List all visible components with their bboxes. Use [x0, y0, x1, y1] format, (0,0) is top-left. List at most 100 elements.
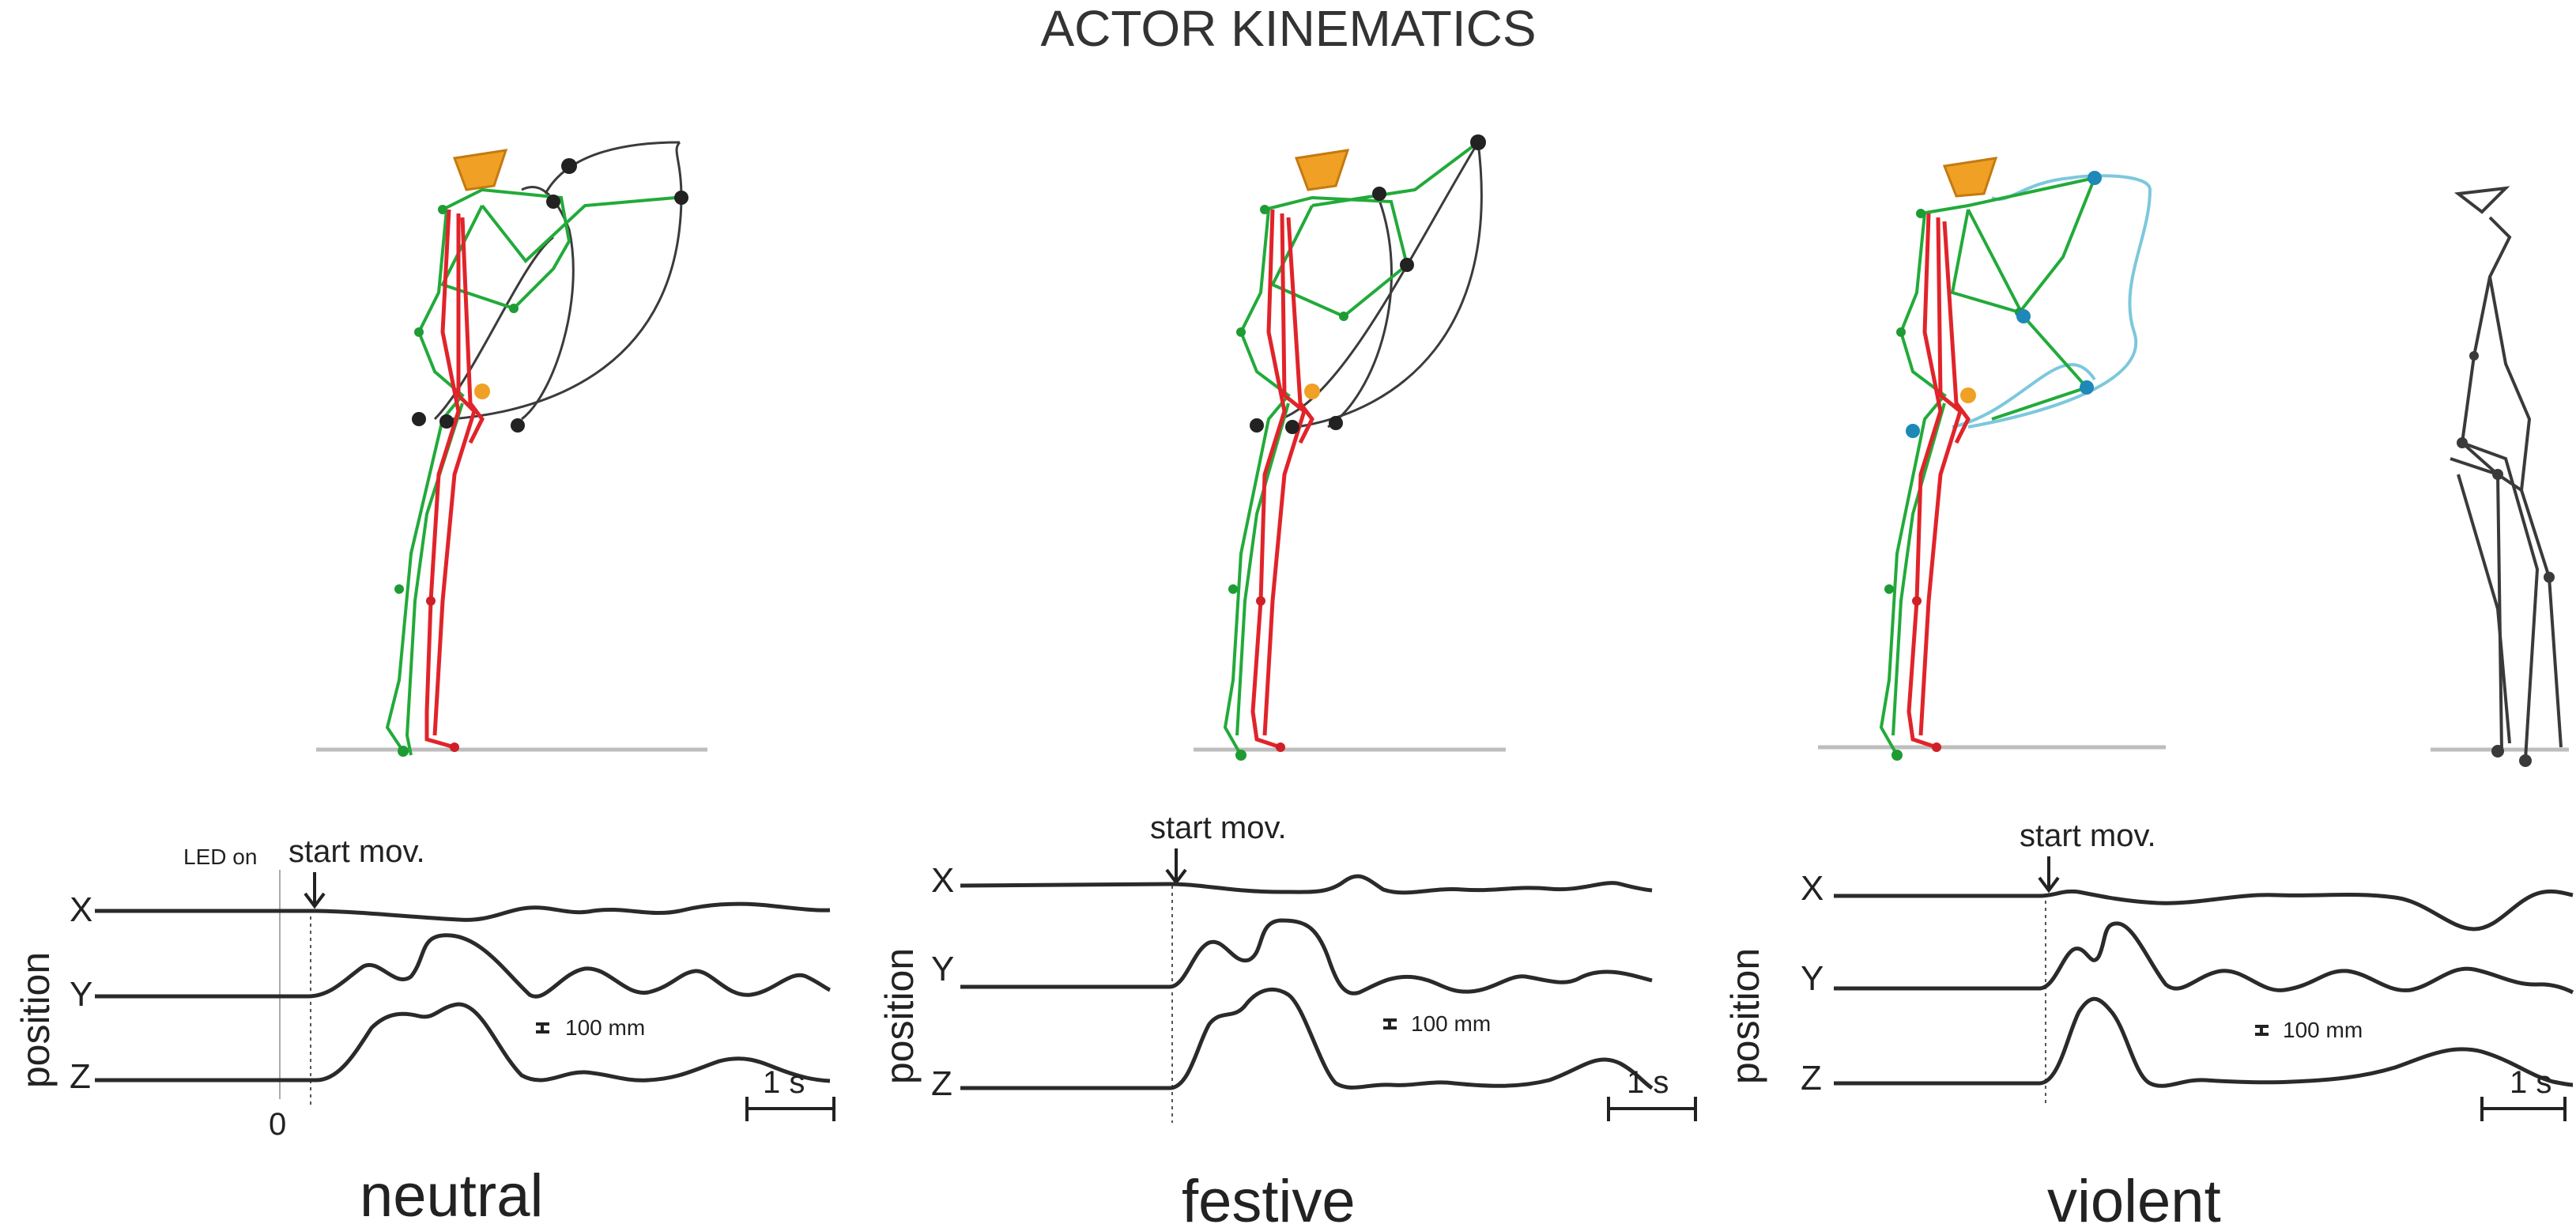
arm-green: [440, 187, 571, 311]
start-movement-label: start mov.: [1150, 810, 1287, 845]
position-axis-label: position: [1723, 948, 1767, 1084]
body-green: [1891, 402, 1946, 736]
body-red: [1262, 213, 1307, 736]
joint: [1276, 742, 1285, 752]
arm-green: [1920, 176, 2098, 315]
body-green: [385, 209, 465, 753]
x-trace: [960, 874, 1653, 895]
joint: [2457, 437, 2468, 448]
y-trace-label: Y: [1801, 959, 1824, 998]
y-trace: [1834, 921, 2574, 995]
joint: [1236, 327, 1246, 337]
start-movement-label: start mov.: [2020, 818, 2156, 853]
joint: [1896, 327, 1906, 337]
joint: [412, 412, 426, 426]
joint: [439, 414, 454, 429]
joint: [1235, 750, 1247, 761]
stick-figure-reference: [2431, 186, 2569, 767]
arm-green: [1264, 195, 1409, 319]
joint: [2469, 351, 2479, 361]
skeleton-festive: [1194, 134, 1506, 761]
y-trace: [95, 933, 832, 999]
joint: [1256, 596, 1265, 606]
z-trace: [1834, 996, 2574, 1088]
condition-label-violent: violent: [2047, 1168, 2221, 1228]
reach-arc: [450, 141, 683, 421]
joint: [1339, 312, 1348, 321]
head-marker: [1942, 157, 1998, 198]
z-trace-label: Z: [70, 1057, 91, 1096]
z-trace: [95, 1002, 831, 1083]
joint: [1329, 416, 1343, 430]
joint: [511, 418, 525, 433]
condition-label-festive: festive: [1182, 1168, 1356, 1228]
joint: [1932, 742, 1941, 752]
z-trace-label: Z: [931, 1064, 952, 1103]
joint: [509, 304, 519, 313]
joint: [2544, 572, 2555, 583]
joint: [450, 742, 459, 752]
reach-arc: [433, 236, 554, 421]
stick-body: [2488, 276, 2563, 748]
joint: [474, 384, 490, 399]
z-trace-label: Z: [1801, 1059, 1822, 1098]
trace-panel-neutral: position X Y Z LED on start mov. 0 100 m…: [13, 834, 835, 1228]
joint: [1228, 584, 1238, 594]
skeleton-neutral: [316, 141, 707, 757]
body-red: [1918, 217, 1963, 736]
joint: [2016, 309, 2031, 323]
joint: [2519, 754, 2532, 767]
joint: [1400, 258, 1414, 272]
start-arrow: [2038, 856, 2060, 894]
body-green: [1879, 213, 1947, 756]
x-trace-label: X: [1801, 869, 1824, 908]
x-trace-label: X: [70, 890, 92, 929]
x-trace: [1834, 889, 2574, 931]
body-green: [1223, 209, 1291, 756]
joint: [2491, 745, 2504, 758]
y-trace-label: Y: [70, 975, 92, 1014]
skeleton-violent: [1818, 157, 2166, 761]
joint: [398, 746, 409, 757]
x-trace: [95, 901, 831, 922]
reach-arc: [1327, 189, 1393, 429]
reach-arc: [1952, 363, 2096, 429]
reach-arc: [544, 141, 681, 195]
joint: [2492, 469, 2503, 480]
y-trace: [960, 918, 1653, 996]
joint: [1250, 418, 1264, 433]
reach-arc: [521, 186, 575, 421]
body-red: [424, 209, 461, 750]
joint: [1260, 205, 1269, 214]
joint: [1884, 584, 1894, 594]
distance-scale-bar: [1383, 1018, 1397, 1030]
figure-title: ACTOR KINEMATICS: [1040, 0, 1536, 57]
arm-green: [1967, 209, 2090, 421]
body-red: [1907, 213, 1943, 750]
joint: [2080, 380, 2094, 395]
distance-scale-bar: [536, 1022, 549, 1033]
joint: [438, 205, 447, 214]
y-trace-label: Y: [931, 950, 954, 988]
start-arrow: [304, 872, 326, 909]
distance-scale-label: 100 mm: [565, 1015, 645, 1040]
arm-green: [1311, 141, 1480, 207]
time-scale-bar: [745, 1097, 835, 1121]
joint: [1891, 750, 1903, 761]
distance-scale-bar: [2255, 1025, 2269, 1036]
distance-scale-label: 100 mm: [2283, 1018, 2363, 1042]
body-red: [1286, 217, 1314, 444]
joint: [1916, 209, 1925, 218]
time-scale-bar: [2480, 1097, 2567, 1121]
led-on-label: LED on: [183, 844, 257, 869]
body-red: [1942, 221, 1971, 444]
joint: [394, 584, 404, 594]
joint: [1372, 187, 1386, 201]
joint: [1960, 387, 1976, 403]
joint: [426, 596, 436, 606]
head-marker: [452, 149, 508, 191]
body-red: [460, 217, 485, 444]
time-scale-label: 1 s: [763, 1065, 805, 1100]
joint: [1304, 384, 1320, 399]
